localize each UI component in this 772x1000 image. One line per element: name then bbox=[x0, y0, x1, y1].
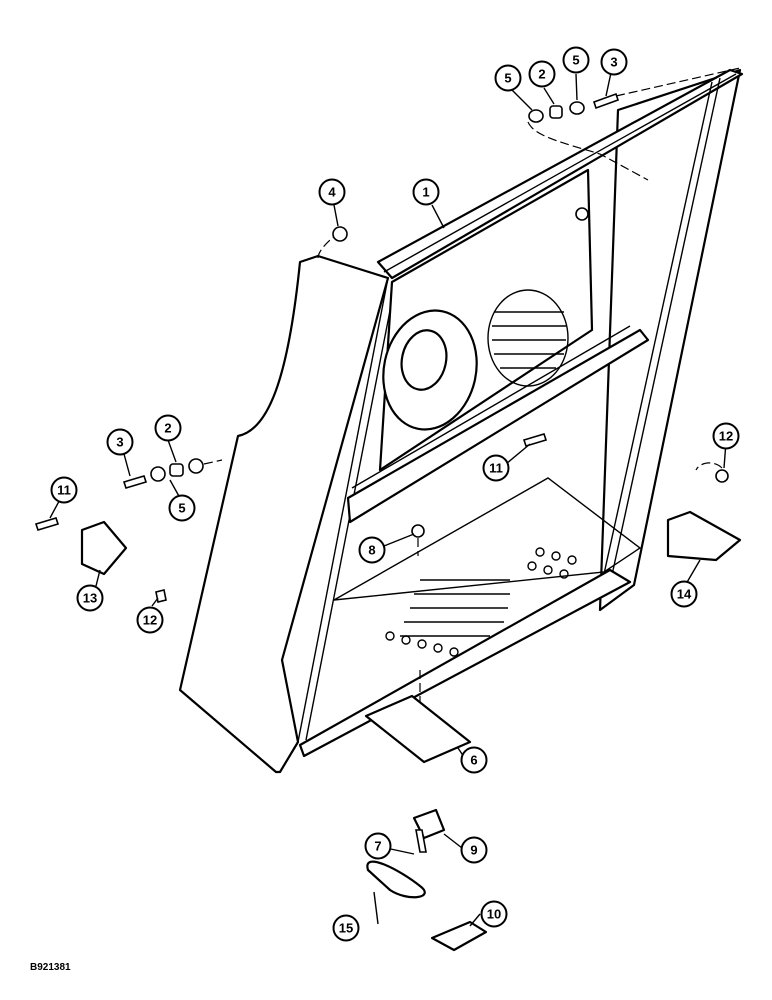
svg-text:5: 5 bbox=[572, 53, 579, 68]
callout-10: 10 bbox=[480, 900, 508, 928]
svg-text:4: 4 bbox=[328, 185, 336, 200]
callout-8: 8 bbox=[358, 536, 386, 564]
svg-text:8: 8 bbox=[368, 543, 375, 558]
svg-text:5: 5 bbox=[504, 71, 511, 86]
callout-12-left: 12 bbox=[136, 606, 164, 634]
callout-5-top-b: 5 bbox=[562, 46, 590, 74]
callout-3-left: 3 bbox=[106, 428, 134, 456]
svg-text:3: 3 bbox=[116, 435, 123, 450]
bottom-parts bbox=[364, 670, 488, 952]
svg-text:1: 1 bbox=[422, 185, 429, 200]
svg-text:11: 11 bbox=[489, 461, 503, 476]
svg-text:14: 14 bbox=[677, 587, 692, 602]
svg-text:6: 6 bbox=[470, 753, 477, 768]
callout-9: 9 bbox=[460, 836, 488, 864]
svg-text:11: 11 bbox=[57, 483, 71, 498]
svg-text:7: 7 bbox=[374, 839, 381, 854]
left-hardware-cluster bbox=[34, 458, 223, 603]
svg-text:10: 10 bbox=[487, 907, 501, 922]
svg-text:15: 15 bbox=[339, 921, 353, 936]
figure-reference-code: B921381 bbox=[30, 962, 71, 973]
callout-11-left: 11 bbox=[50, 476, 78, 504]
callout-2-left: 2 bbox=[154, 414, 182, 442]
svg-text:3: 3 bbox=[610, 55, 617, 70]
callout-7: 7 bbox=[364, 832, 392, 860]
svg-text:2: 2 bbox=[164, 421, 171, 436]
callout-5-top-a: 5 bbox=[494, 64, 522, 92]
svg-text:9: 9 bbox=[470, 843, 477, 858]
callout-15: 15 bbox=[332, 914, 360, 942]
callout-2-top: 2 bbox=[528, 60, 556, 88]
top-hardware-cluster bbox=[317, 67, 741, 259]
svg-text:12: 12 bbox=[143, 613, 157, 628]
callout-13: 13 bbox=[76, 584, 104, 612]
callout-5-left: 5 bbox=[168, 494, 196, 522]
callout-12-right: 12 bbox=[712, 422, 740, 450]
svg-text:2: 2 bbox=[538, 67, 545, 82]
center-right-hardware bbox=[411, 433, 742, 562]
svg-text:13: 13 bbox=[83, 591, 97, 606]
leader-lines bbox=[49, 67, 727, 927]
main-frame-part bbox=[178, 68, 744, 774]
svg-text:5: 5 bbox=[178, 501, 185, 516]
callout-1: 1 bbox=[412, 178, 440, 206]
callout-4: 4 bbox=[318, 178, 346, 206]
callout-3-top: 3 bbox=[600, 48, 628, 76]
callout-11-center: 11 bbox=[482, 454, 510, 482]
callout-6: 6 bbox=[460, 746, 488, 774]
callout-14: 14 bbox=[670, 580, 698, 608]
svg-text:12: 12 bbox=[719, 429, 733, 444]
